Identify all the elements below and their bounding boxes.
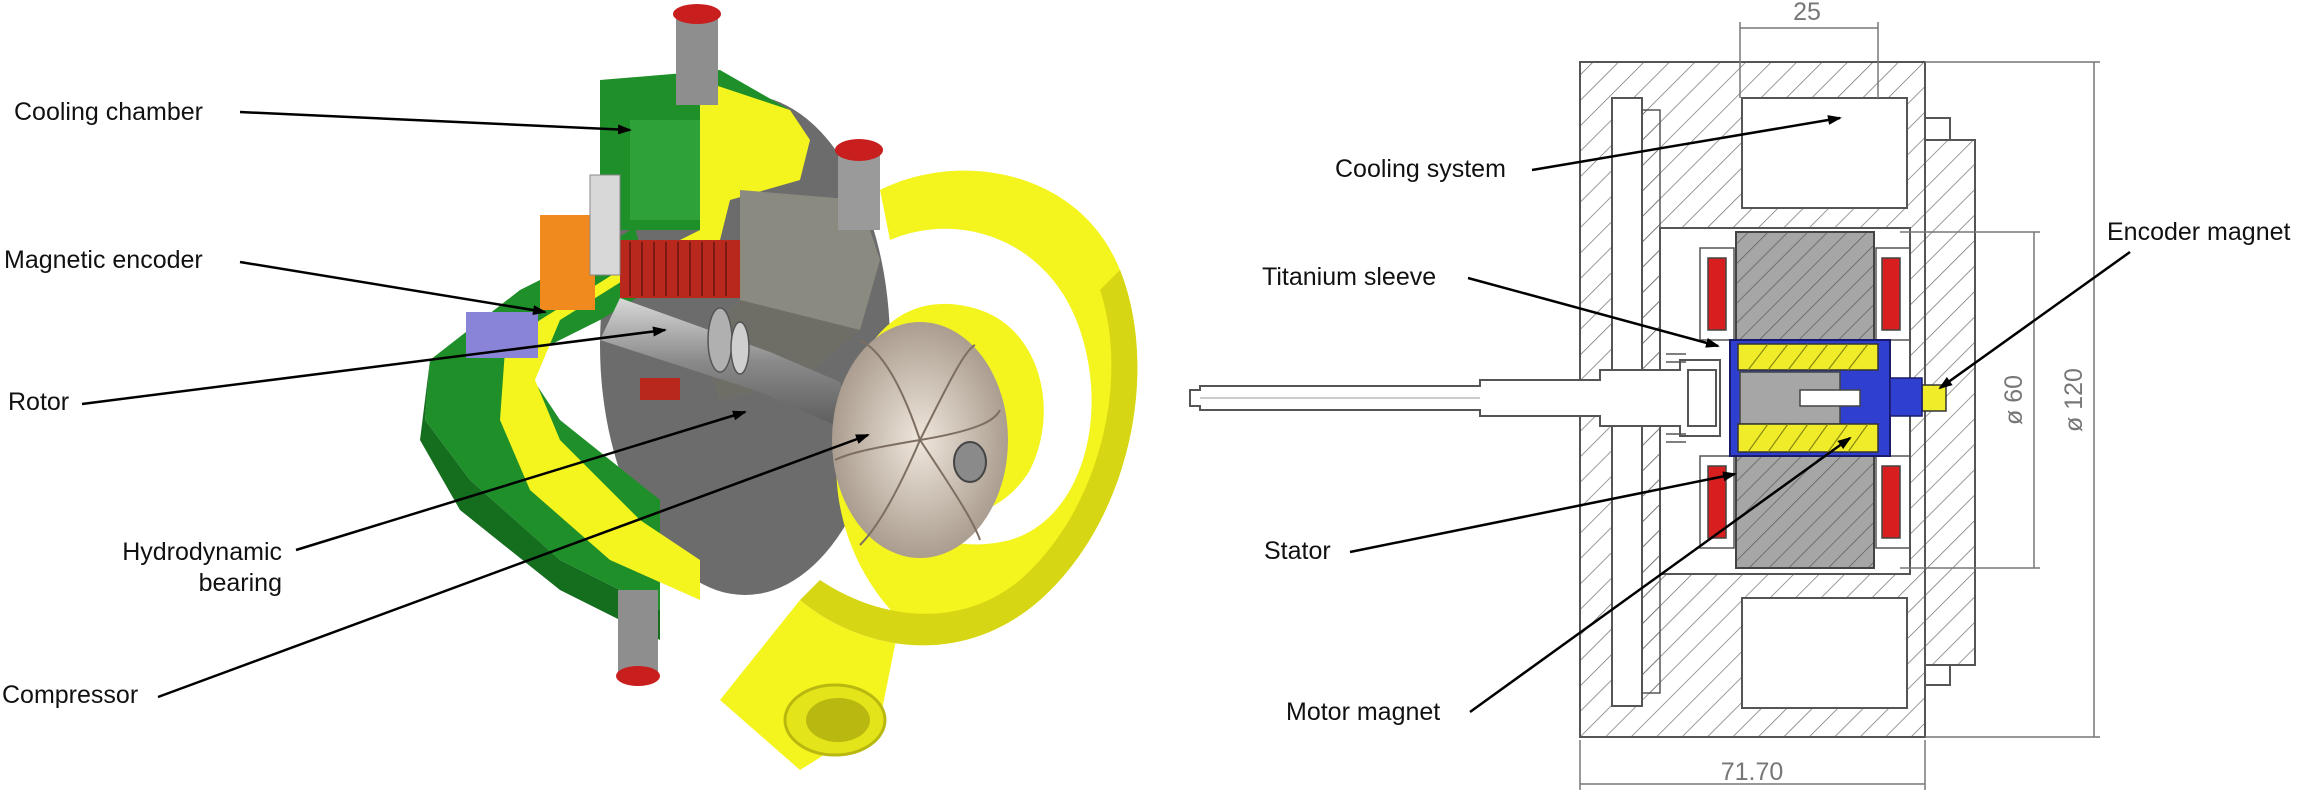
cooling-cavity-top: [1741, 97, 1908, 209]
motor-magnet-bottom: [1737, 423, 1879, 453]
label-bearing: bearing: [199, 569, 282, 597]
leader-rotor: [81, 326, 667, 406]
label-rotor: Rotor: [8, 388, 69, 416]
stator-coils: [620, 240, 740, 298]
label-stator: Stator: [1264, 537, 1331, 565]
bottom-pipe-cap: [616, 666, 660, 686]
leader-titanium-sleeve: [1467, 276, 1720, 348]
dimension-text: 25 71.70 ø 60 ø 120: [1721, 0, 2088, 786]
leader-compressor: [157, 433, 870, 699]
top-pipe-2-cap: [835, 139, 883, 161]
yellow-housing: [500, 80, 810, 600]
motor-magnet-top: [1737, 343, 1879, 371]
left-labels: Cooling chamber Magnetic encoder Rotor H…: [2, 98, 282, 709]
rotor-collar: [707, 307, 733, 373]
leader-motor-magnet: [1469, 436, 1852, 714]
volute-shade: [800, 270, 1138, 646]
label-encoder-magnet: Encoder magnet: [2107, 218, 2291, 246]
label-magnetic-encoder: Magnetic encoder: [4, 246, 203, 274]
leader-cooling-chamber: [239, 110, 632, 135]
encoder-stub: [1889, 377, 1923, 417]
leader-hydrodynamic: [295, 410, 747, 552]
stator-coils-lower: [640, 378, 680, 400]
dimension-d60: ø 60: [2000, 375, 2028, 425]
dimension-25: 25: [1793, 0, 1821, 26]
stator-top: [1735, 231, 1875, 341]
rotor-collar-2: [730, 321, 750, 375]
dimension-d120: ø 120: [2060, 368, 2088, 432]
label-motor-magnet: Motor magnet: [1286, 698, 1440, 726]
technical-drawing: [1189, 61, 1976, 738]
encoder-magnet-part: [1921, 384, 1947, 412]
coil-frame-top-right: [1875, 247, 1911, 341]
top-pipe-1-cap: [673, 4, 721, 24]
leader-magnetic-encoder: [239, 260, 547, 315]
label-titanium-sleeve: Titanium sleeve: [1262, 263, 1436, 291]
leader-stator: [1349, 471, 1737, 554]
dimension-71-70: 71.70: [1721, 758, 1784, 786]
coil-bottom-left: [1707, 465, 1727, 539]
left-leader-lines: [81, 110, 870, 699]
right-labels: Cooling system Titanium sleeve Encoder m…: [1262, 155, 2291, 726]
label-cooling-system: Cooling system: [1335, 155, 1506, 183]
cooling-cavity-bottom: [1741, 597, 1908, 709]
shaft-bearing: [1687, 369, 1717, 427]
label-cooling-chamber: Cooling chamber: [14, 98, 203, 126]
leader-encoder-magnet: [1938, 250, 2131, 390]
coil-bottom-right: [1881, 465, 1901, 539]
leader-cooling-system: [1531, 115, 1842, 172]
outlet-pipe-bore: [806, 698, 870, 742]
coil-top-right: [1881, 257, 1901, 331]
bottom-pipe: [618, 590, 658, 675]
cutaway-render: [420, 4, 1138, 771]
coil-frame-bottom-left: [1699, 455, 1735, 549]
coil-top-left: [1707, 257, 1727, 331]
rotor-bore: [1799, 389, 1861, 407]
right-leader-lines: [1349, 115, 2131, 714]
encoder-cap: [589, 174, 621, 276]
stator-bottom: [1735, 455, 1875, 569]
top-pipe-1: [676, 10, 718, 105]
cooling-chamber-cavity: [630, 120, 702, 220]
label-hydrodynamic: Hydrodynamic: [122, 538, 282, 566]
impeller-nut: [953, 441, 987, 483]
coil-frame-bottom-right: [1875, 455, 1911, 549]
dimension-lines: [1579, 22, 2100, 790]
label-compressor: Compressor: [2, 681, 138, 709]
encoder-orange: [540, 215, 595, 310]
green-housing: [425, 70, 800, 610]
